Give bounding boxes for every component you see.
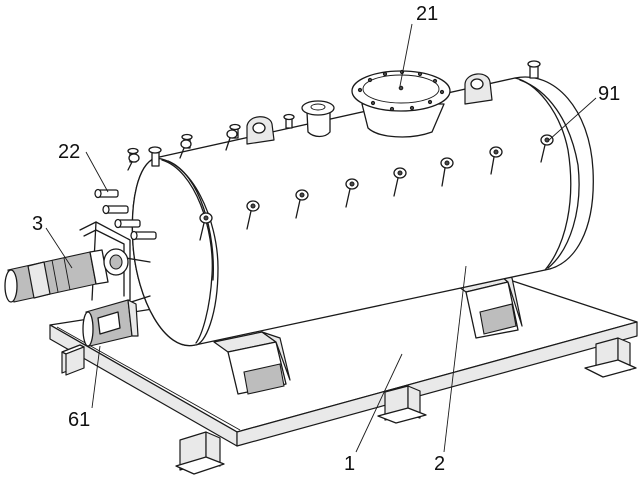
secondary-motor <box>82 299 139 347</box>
callout-labels: 21 91 22 3 61 1 2 <box>32 3 620 475</box>
base-foot-left-front <box>61 344 85 376</box>
saddle-support-left <box>213 331 291 395</box>
base-foot-front-a <box>175 431 225 475</box>
label-3: 3 <box>32 213 43 235</box>
label-91: 91 <box>598 83 620 105</box>
label-1: 1 <box>344 453 355 475</box>
motor-assembly <box>4 248 129 303</box>
label-21: 21 <box>416 3 438 25</box>
top-valves <box>127 129 238 171</box>
top-nozzle <box>301 100 335 138</box>
base-foot-right <box>584 337 637 378</box>
top-manway <box>351 69 451 138</box>
lifting-lug-left <box>246 116 275 145</box>
label-2: 2 <box>434 453 445 475</box>
base-foot-front-b <box>377 385 427 424</box>
label-22: 22 <box>58 141 80 163</box>
label-61: 61 <box>68 409 90 431</box>
side-valves <box>199 134 554 241</box>
leader-lines <box>45 23 597 453</box>
lifting-lug-right <box>464 73 493 105</box>
end-rods <box>94 188 157 241</box>
